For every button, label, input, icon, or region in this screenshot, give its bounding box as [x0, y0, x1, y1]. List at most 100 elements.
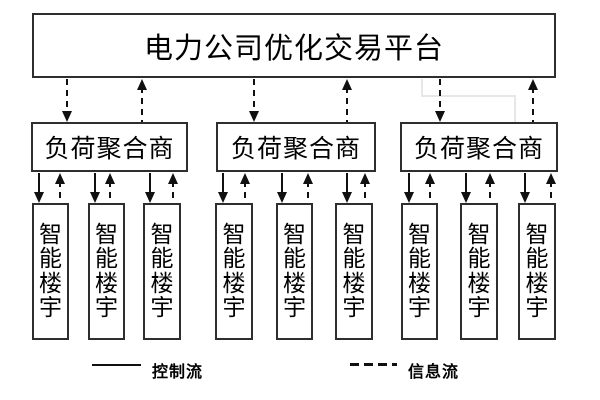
- arrowhead-icon: [168, 173, 178, 184]
- aggregator-label: 负荷聚合商: [44, 136, 175, 163]
- info-flow-arrow-up: [528, 79, 538, 122]
- info-flow-arrow: [360, 173, 370, 203]
- arrow-shaft: [149, 173, 151, 195]
- control-flow-arrow: [404, 173, 414, 203]
- aggregator-box: 负荷聚合商: [216, 122, 376, 172]
- building-box: 智能楼宇: [276, 203, 313, 340]
- control-flow-arrow: [90, 173, 100, 203]
- arrow-shaft: [524, 173, 526, 195]
- arrowhead-icon: [105, 173, 115, 184]
- arrow-shaft: [244, 181, 246, 203]
- arrow-shaft: [109, 181, 111, 203]
- building-label: 智能楼宇: [94, 221, 118, 320]
- artifact-line-segment: [421, 79, 423, 97]
- info-flow-arrow: [55, 173, 65, 203]
- arrow-shaft: [253, 79, 255, 114]
- info-flow-arrow: [425, 173, 435, 203]
- platform-label: 电力公司优化交易平台: [143, 32, 444, 65]
- arrow-shaft: [141, 87, 143, 122]
- arrowhead-icon: [62, 111, 72, 122]
- arrow-shaft: [489, 181, 491, 203]
- arrowhead-icon: [145, 192, 155, 203]
- arrow-shaft: [465, 173, 467, 195]
- arrow-shaft: [94, 173, 96, 195]
- building-box: 智能楼宇: [88, 203, 125, 340]
- legend-info-flow-label: 信息流: [408, 364, 460, 381]
- arrowhead-icon: [137, 79, 147, 90]
- info-flow-arrow-down: [62, 79, 72, 122]
- arrowhead-icon: [546, 173, 556, 184]
- arrowhead-icon: [461, 192, 471, 203]
- arrowhead-icon: [435, 111, 445, 122]
- arrow-shaft: [532, 87, 534, 122]
- building-label: 智能楼宇: [407, 221, 431, 320]
- building-box: 智能楼宇: [460, 203, 498, 340]
- control-flow-arrow: [520, 173, 530, 203]
- info-flow-arrow-up: [342, 79, 352, 122]
- arrowhead-icon: [34, 192, 44, 203]
- info-flow-arrow: [546, 173, 556, 203]
- arrowhead-icon: [425, 173, 435, 184]
- arrow-shaft: [222, 173, 224, 195]
- arrowhead-icon: [55, 173, 65, 184]
- control-flow-arrow: [461, 173, 471, 203]
- building-label: 智能楼宇: [222, 221, 246, 320]
- building-label: 智能楼宇: [282, 221, 306, 320]
- arrow-shaft: [38, 173, 40, 195]
- aggregator-box: 负荷聚合商: [400, 122, 558, 172]
- arrow-shaft: [172, 181, 174, 203]
- control-flow-arrow: [34, 173, 44, 203]
- control-flow-arrow: [145, 173, 155, 203]
- info-flow-arrow: [105, 173, 115, 203]
- arrow-shaft: [439, 79, 441, 114]
- arrowhead-icon: [240, 173, 250, 184]
- info-flow-arrow-down: [435, 79, 445, 122]
- arrow-shaft: [429, 181, 431, 203]
- info-flow-arrow-down: [249, 79, 259, 122]
- artifact-line-segment: [421, 95, 516, 97]
- arrow-shaft: [59, 181, 61, 203]
- arrowhead-icon: [360, 173, 370, 184]
- building-label: 智能楼宇: [342, 221, 366, 320]
- legend-control-flow-label: 控制流: [152, 364, 204, 381]
- building-label: 智能楼宇: [467, 221, 491, 320]
- building-box: 智能楼宇: [518, 203, 556, 340]
- arrowhead-icon: [90, 192, 100, 203]
- artifact-line-segment: [514, 95, 516, 122]
- arrow-shaft: [408, 173, 410, 195]
- building-box: 智能楼宇: [215, 203, 253, 340]
- arrow-shaft: [364, 181, 366, 203]
- info-flow-arrow-up: [137, 79, 147, 122]
- control-flow-arrow: [277, 173, 287, 203]
- arrowhead-icon: [277, 192, 287, 203]
- control-flow-arrow: [218, 173, 228, 203]
- building-box: 智能楼宇: [143, 203, 181, 340]
- building-box: 智能楼宇: [32, 203, 69, 340]
- aggregator-box: 负荷聚合商: [31, 122, 188, 172]
- building-box: 智能楼宇: [335, 203, 373, 340]
- building-label: 智能楼宇: [150, 221, 174, 320]
- legend-info-flow-line: [350, 363, 397, 366]
- aggregator-label: 负荷聚合商: [230, 136, 361, 163]
- arrow-shaft: [550, 181, 552, 203]
- arrowhead-icon: [528, 79, 538, 90]
- aggregator-label: 负荷聚合商: [413, 136, 544, 163]
- building-label: 智能楼宇: [38, 221, 62, 320]
- arrowhead-icon: [342, 192, 352, 203]
- info-flow-arrow: [485, 173, 495, 203]
- arrowhead-icon: [342, 79, 352, 90]
- arrowhead-icon: [303, 173, 313, 184]
- building-box: 智能楼宇: [401, 203, 438, 340]
- arrowhead-icon: [520, 192, 530, 203]
- arrow-shaft: [307, 181, 309, 203]
- info-flow-arrow: [240, 173, 250, 203]
- arrowhead-icon: [485, 173, 495, 184]
- control-flow-arrow: [342, 173, 352, 203]
- arrow-shaft: [66, 79, 68, 114]
- legend-control-flow-line: [92, 364, 141, 366]
- info-flow-arrow: [303, 173, 313, 203]
- arrowhead-icon: [404, 192, 414, 203]
- platform-box: 电力公司优化交易平台: [32, 13, 556, 78]
- arrowhead-icon: [249, 111, 259, 122]
